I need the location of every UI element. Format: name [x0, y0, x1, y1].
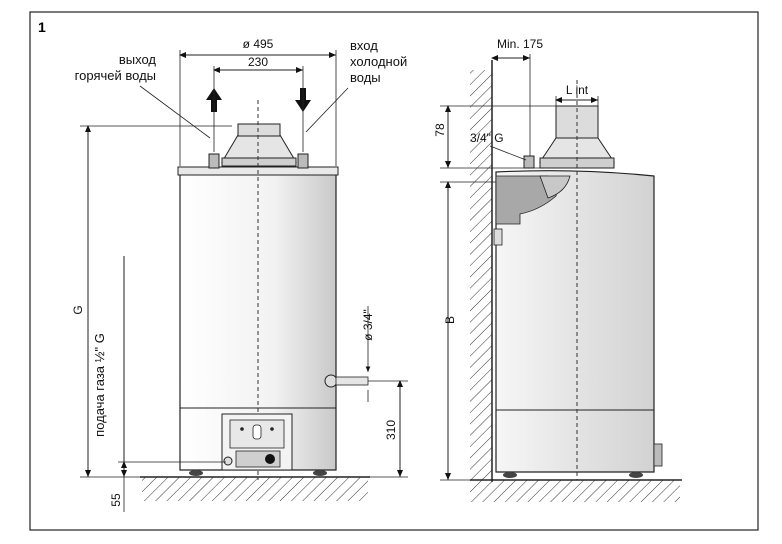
- side-view: L int Min. 175 3/4" G 78 B: [433, 37, 682, 502]
- cold-water-label-3: воды: [350, 70, 381, 85]
- hot-water-label-1: выход: [119, 52, 157, 67]
- dim-310: 310: [384, 420, 398, 440]
- heater-body-side: [495, 170, 655, 473]
- wall-hatch: [470, 70, 492, 480]
- connector-34g-label: 3/4" G: [470, 131, 504, 145]
- hot-water-pipe: [208, 153, 220, 169]
- dim-78: 78: [433, 123, 447, 137]
- dim-dia-34: ø 3/4": [361, 309, 375, 341]
- dim-55: 55: [109, 493, 123, 507]
- floor-hatch-front: [142, 477, 368, 501]
- dim-g: G: [71, 305, 85, 314]
- front-view: ø 495 230 выход горячей воды вход холодн…: [71, 37, 408, 512]
- drawing-frame: [29, 11, 759, 531]
- hot-water-label-2: горячей воды: [75, 68, 156, 83]
- flue-collar: [237, 123, 281, 137]
- dim-min-175: Min. 175: [497, 37, 543, 51]
- cold-water-pipe: [297, 153, 309, 169]
- dim-width-495: ø 495: [243, 37, 274, 51]
- cold-water-label-1: вход: [350, 38, 378, 53]
- cold-water-label-2: холодной: [350, 54, 407, 69]
- gas-connection-side: [324, 374, 338, 388]
- floor-hatch-side: [470, 480, 680, 502]
- foot-right: [313, 470, 327, 476]
- foot-left: [189, 470, 203, 476]
- dim-230: 230: [248, 55, 268, 69]
- figure-number: 1: [38, 19, 46, 35]
- dim-b: B: [443, 316, 457, 324]
- gas-supply-label: подача газа ½" G: [92, 333, 107, 437]
